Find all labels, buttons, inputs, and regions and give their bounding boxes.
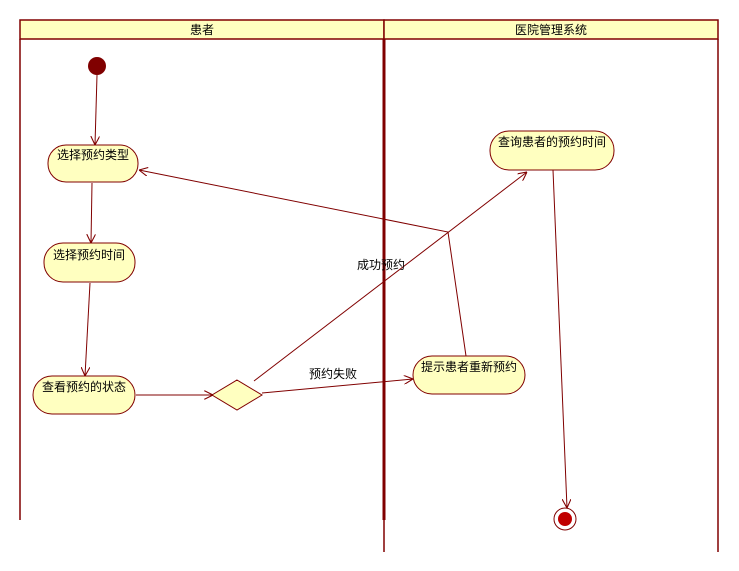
action-prompt-rebook-label: 提示患者重新预约 [421, 359, 517, 374]
action-prompt-rebook [412, 355, 526, 395]
action-query-time [489, 130, 615, 171]
edge-time-to-status [85, 282, 91, 376]
action-query-time-label: 查询患者的预约时间 [498, 134, 606, 149]
action-view-status-label: 查看预约的状态 [42, 379, 126, 394]
edge-start-to-type [95, 74, 97, 145]
action-select-type [47, 144, 139, 183]
action-select-time-label: 选择预约时间 [53, 247, 125, 262]
edge-label-fail: 预约失败 [309, 366, 357, 381]
end-node [558, 512, 572, 526]
action-select-time [43, 242, 136, 283]
lane-title-patient: 患者 [190, 23, 214, 37]
lane-title-system: 医院管理系统 [515, 22, 587, 37]
edge-query-to-end [552, 169, 567, 508]
action-select-type-label: 选择预约类型 [57, 147, 129, 162]
edge-rebook-to-type [139, 170, 467, 357]
edge-type-to-time [91, 182, 92, 243]
edge-fail [261, 379, 413, 394]
decision-node [211, 379, 263, 411]
lane-header-system [383, 19, 719, 40]
start-node [88, 57, 106, 75]
edge-success [253, 172, 527, 382]
action-view-status [32, 375, 136, 415]
edge-label-success: 成功预约 [357, 257, 405, 272]
